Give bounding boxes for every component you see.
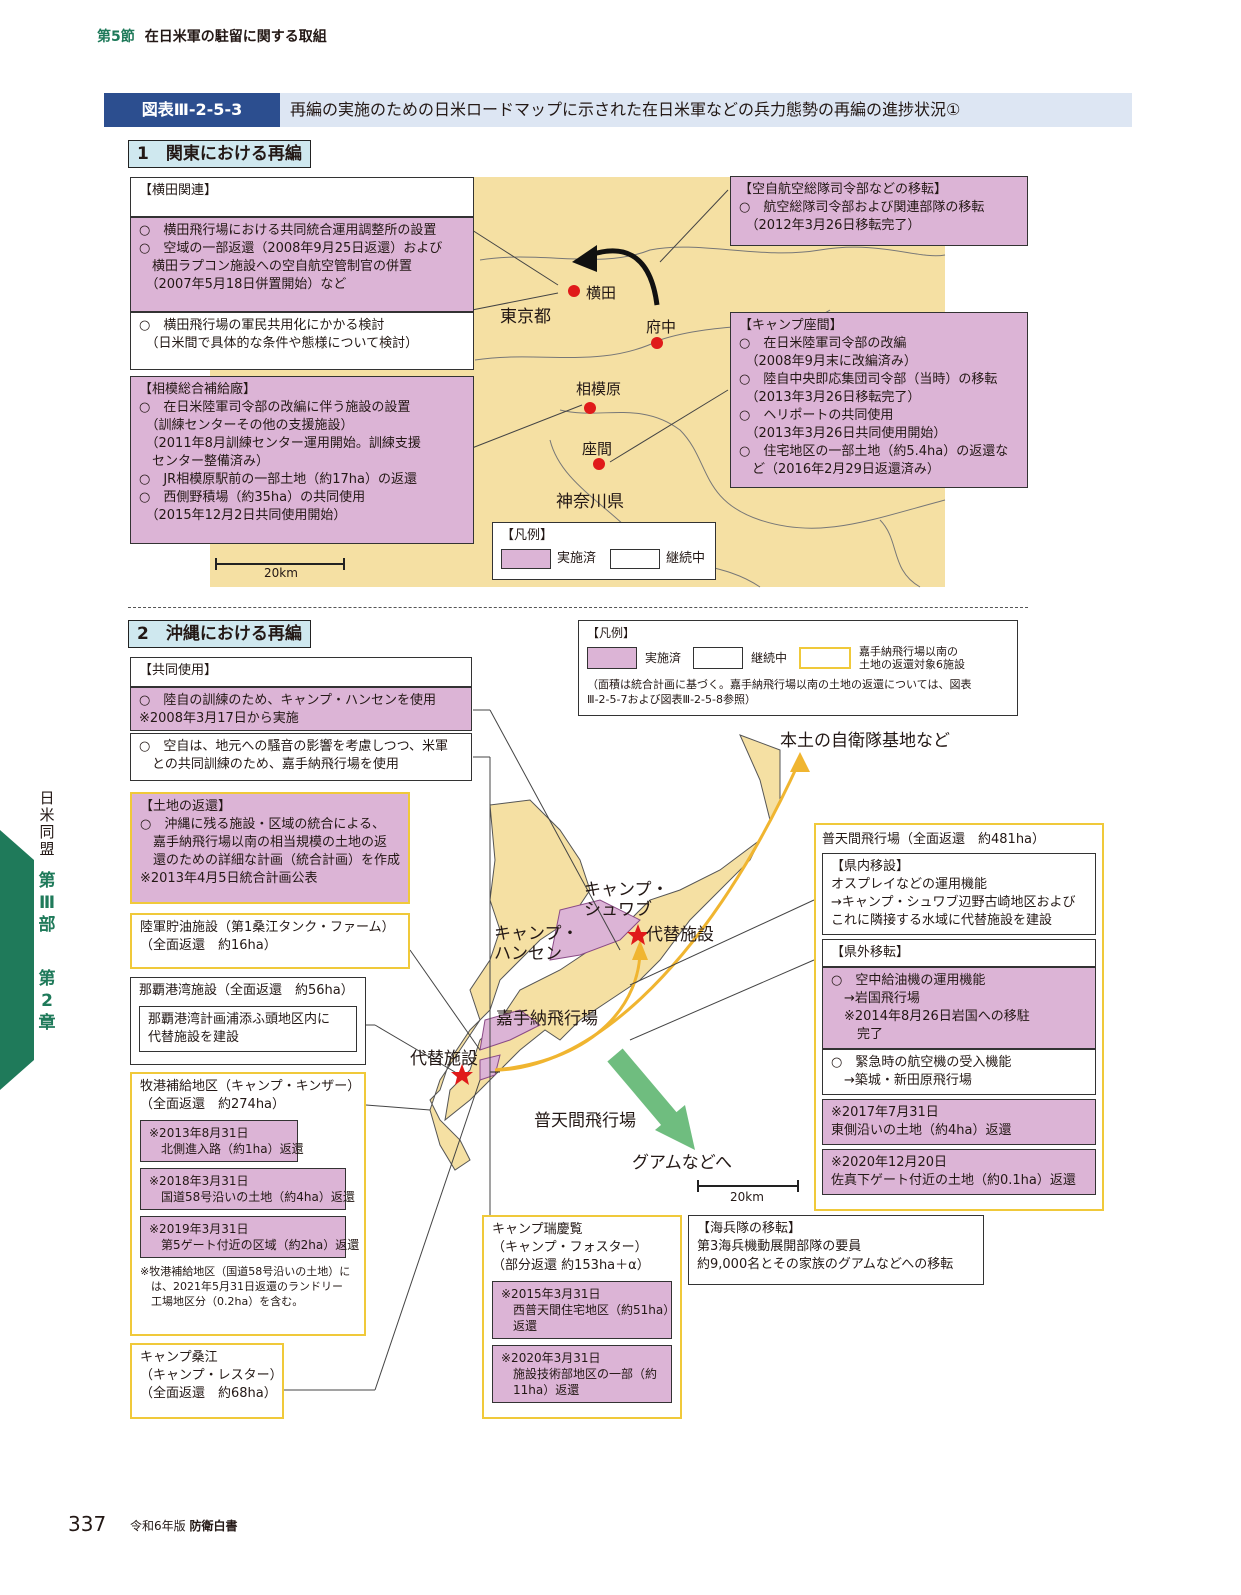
- okinawa-legend-head: 【凡例】: [587, 626, 636, 640]
- foster-return-1: ※2015年3月31日 西普天間住宅地区（約51ha） 返還: [492, 1281, 675, 1339]
- yokota-heading: 【横田関連】: [130, 177, 474, 217]
- joint-done-box: ○ 陸自の訓練のため、キャンプ・ハンセンを使用 ※2008年3月17日から実施: [130, 687, 472, 731]
- okinawa-legend: 【凡例】 実施済 継続中 嘉手納飛行場以南の 土地の返還対象6施設 （面積は統合…: [578, 620, 1018, 716]
- futenma-return-2: ※2020年12月20日 佐真下ゲート付近の土地（約0.1ha）返還: [822, 1149, 1096, 1195]
- sagamihara-marker: [584, 402, 596, 414]
- okinawa-legend-ongoing-swatch: [693, 647, 744, 669]
- yokota-label: 横田: [586, 284, 617, 302]
- kinser-note: ※牧港補給地区（国道58号沿いの土地）に は、2021年5月31日返還のランドリ…: [140, 1265, 351, 1308]
- naha-box: 那覇港湾施設（全面返還 約56ha） 那覇港湾計画浦添ふ頭地区内に 代替施設を建…: [130, 977, 366, 1065]
- joint-ongoing-box: ○ 空自は、地元への騒音の影響を考慮しつつ、米軍 との共同訓練のため、嘉手納飛行…: [130, 733, 472, 781]
- kanto-scale-label: 20km: [264, 566, 298, 580]
- guam-label: グアムなどへ: [632, 1153, 732, 1173]
- kinser-title: 牧港補給地区（キャンプ・キンザー） （全面返還 約274ha）: [140, 1079, 361, 1112]
- section-number: 第5節: [97, 29, 135, 45]
- legend-done-swatch: [501, 549, 551, 569]
- okinawa-map: [283, 709, 815, 1391]
- mainland-label: 本土の自衛隊基地など: [780, 731, 950, 751]
- replacement-label-2: 代替施設: [410, 1049, 478, 1069]
- replacement-label-1: 代替施設: [646, 925, 714, 945]
- land-return-box: 【土地の返還】 ○ 沖縄に残る施設・区域の統合による、 嘉手納飛行場以南の相当規…: [130, 792, 410, 904]
- sagami-box: 【相模総合補給廠】 ○ 在日米陸軍司令部の改編に伴う施設の設置 （訓練センターそ…: [130, 376, 474, 544]
- section-divider: [128, 607, 1028, 608]
- figure-tag: 図表Ⅲ-2-5-3: [104, 93, 280, 127]
- tokyo-label: 東京都: [500, 307, 551, 327]
- fuchu-label: 府中: [646, 318, 677, 336]
- footer-book: 令和6年版 防衛白書: [130, 1517, 237, 1534]
- hansen-label: キャンプ・ ハンセン: [494, 924, 579, 964]
- yokota-marker: [568, 285, 580, 297]
- sidebar-stripes: [0, 830, 34, 1090]
- figure-title: 再編の実施のための日米ロードマップに示された在日米軍などの兵力態勢の再編の進捗状…: [290, 100, 961, 119]
- yokota-done-box: ○ 横田飛行場における共同統合運用調整所の設置 ○ 空域の一部返還（2008年9…: [130, 217, 474, 312]
- kanto-section-label: 1 関東における再編: [128, 140, 311, 168]
- kanto-legend-head: 【凡例】: [501, 528, 554, 543]
- kinser-box: 牧港補給地区（キャンプ・キンザー） （全面返還 約274ha） ※2013年8月…: [130, 1072, 366, 1336]
- naha-title: 那覇港湾施設（全面返還 約56ha）: [139, 983, 354, 998]
- section-header: 第5節在日米軍の駐留に関する取組: [97, 26, 327, 46]
- foster-return-2: ※2020年3月31日 施設技術部地区の一部（約 11ha）返還: [492, 1345, 672, 1403]
- futenma-box: 普天間飛行場（全面返還 約481ha） 【県内移設】 オスプレイなどの運用機能 …: [814, 823, 1104, 1211]
- section-title: 在日米軍の駐留に関する取組: [144, 29, 327, 45]
- futenma-out-1: ○ 空中給油機の運用機能 →岩国飛行場 ※2014年8月26日岩国への移駐 完了: [822, 967, 1096, 1049]
- page-number: 337: [68, 1512, 107, 1536]
- okinawa-scale-label: 20km: [730, 1190, 764, 1204]
- okinawa-legend-done: 実施済: [645, 651, 682, 665]
- sidebar-part: 第Ⅲ部: [38, 871, 56, 935]
- kadena-label: 嘉手納飛行場: [496, 1009, 598, 1029]
- kanagawa-label: 神奈川県: [556, 492, 624, 512]
- legend-ongoing-swatch: [610, 549, 661, 569]
- naha-sub: 那覇港湾計画浦添ふ頭地区内に 代替施設を建設: [139, 1006, 357, 1052]
- kinser-return-1: ※2013年8月31日 北側進入路（約1ha）返還: [140, 1120, 304, 1162]
- futenma-out-2: ○ 緊急時の航空機の受入機能 →築城・新田原飛行場: [822, 1049, 1096, 1095]
- schwab-label: キャンプ・ シュワブ: [584, 880, 669, 920]
- kanto-legend-done: 実施済: [557, 551, 597, 566]
- futenma-label: 普天間飛行場: [534, 1111, 636, 1131]
- okinawa-legend-note: （面積は統合計画に基づく。嘉手納飛行場以南の土地の返還については、図表 Ⅲ-2-…: [587, 678, 972, 706]
- asdf-box: 【空自航空総隊司令部などの移転】 ○ 航空総隊司令部および関連部隊の移転 （20…: [730, 176, 1028, 246]
- marine-relocation-box: 【海兵隊の移転】 第3海兵機動展開部隊の要員 約9,000名とその家族のグアムな…: [688, 1215, 984, 1285]
- sidebar-chapter: 第2章: [38, 969, 56, 1033]
- kanto-legend: 【凡例】 実施済 継続中: [492, 522, 716, 580]
- kanto-legend-ongoing: 継続中: [666, 551, 706, 566]
- footer-title: 防衛白書: [189, 1519, 238, 1533]
- okinawa-section-label: 2 沖縄における再編: [128, 620, 311, 648]
- footer-year: 令和6年版: [130, 1519, 186, 1533]
- okinawa-legend-done-swatch: [587, 647, 637, 669]
- zama-box: 【キャンプ座間】 ○ 在日米陸軍司令部の改編 （2008年9月末に改編済み） ○…: [730, 312, 1028, 488]
- futenma-in-pref: 【県内移設】 オスプレイなどの運用機能 →キャンプ・シュワブ辺野古崎地区および …: [822, 853, 1096, 935]
- futenma-title: 普天間飛行場（全面返還 約481ha）: [822, 832, 1046, 847]
- kinser-return-3: ※2019年3月31日 第5ゲート付近の区域（約2ha）返還: [140, 1216, 359, 1258]
- okinawa-legend-ongoing: 継続中: [751, 651, 788, 665]
- okinawa-legend-yellow-swatch: [799, 647, 852, 669]
- yokota-ongoing-box: ○ 横田飛行場の軍民共用化にかかる検討 （日米間で具体的な条件や態様について検討…: [130, 312, 474, 370]
- zama-label: 座間: [582, 440, 613, 458]
- fuchu-marker: [651, 337, 663, 349]
- sagamihara-label: 相模原: [576, 380, 622, 398]
- futenma-return-1: ※2017年7月31日 東側沿いの土地（約4ha）返還: [822, 1099, 1096, 1145]
- zama-marker: [593, 458, 605, 470]
- foster-box: キャンプ瑞慶覧 （キャンプ・フォスター） （部分返還 約153ha＋α） ※20…: [482, 1215, 682, 1419]
- sidebar-top: 日米同盟: [39, 789, 55, 858]
- lester-box: キャンプ桑江 （キャンプ・レスター） （全面返還 約68ha）: [130, 1343, 284, 1419]
- kinser-return-2: ※2018年3月31日 国道58号沿いの土地（約4ha）返還: [140, 1168, 355, 1210]
- futenma-out-heading: 【県外移転】: [822, 939, 1096, 967]
- tank-farm-box: 陸軍貯油施設（第1桑江タンク・ファーム） （全面返還 約16ha）: [130, 913, 410, 969]
- foster-title: キャンプ瑞慶覧 （キャンプ・フォスター） （部分返還 約153ha＋α）: [492, 1222, 650, 1273]
- okinawa-legend-yellow: 嘉手納飛行場以南の 土地の返還対象6施設: [859, 645, 966, 671]
- joint-heading: 【共同使用】: [130, 657, 472, 687]
